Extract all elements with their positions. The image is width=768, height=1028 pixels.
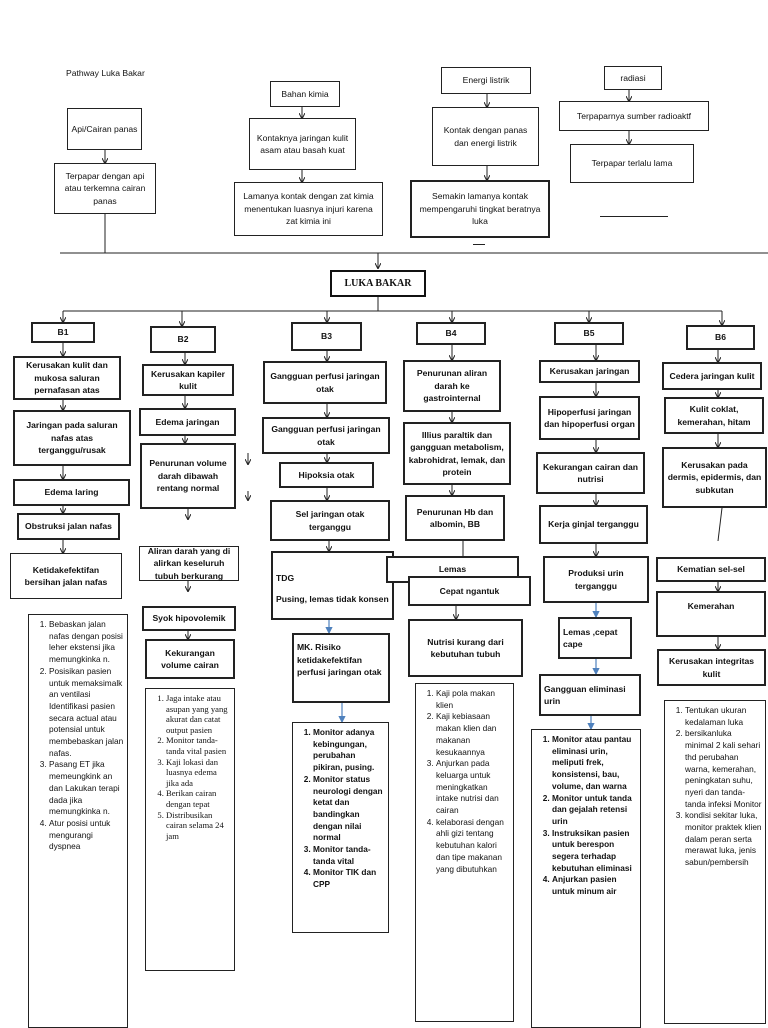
node-terpapar-lama: Terpapar terlalu lama bbox=[570, 144, 694, 183]
b6-kerusakan-dermis: Kerusakan pada dermis, epidermis, dan su… bbox=[662, 447, 767, 508]
b2-kerusakan-kapiler: Kerusakan kapiler kulit bbox=[142, 364, 234, 396]
blank-line bbox=[473, 244, 485, 245]
b3-gangguan-perfusi-2: Gangguan perfusi jaringan otak bbox=[262, 417, 390, 454]
b3-risiko: MK. Risiko ketidakefektifan perfusi jari… bbox=[292, 633, 390, 703]
b1-obstruksi: Obstruksi jalan nafas bbox=[17, 513, 120, 540]
node-lamanya-listrik: Semakin lamanya kontak mempengaruhi ting… bbox=[410, 180, 550, 238]
b3-intervention-list: Monitor adanya kebingungan, perubahan pi… bbox=[292, 722, 389, 933]
node-api-cairan: Api/Cairan panas bbox=[67, 108, 142, 150]
node-terpapar-radioaktif: Terpaparnya sumber radioaktf bbox=[559, 101, 709, 131]
header-b5: B5 bbox=[554, 322, 624, 345]
b5-produksi-urin: Produksi urin terganggu bbox=[543, 556, 649, 603]
center-node-luka-bakar: LUKA BAKAR bbox=[330, 270, 426, 297]
b6-intervention-list: Tentukan ukuran kedalaman lukabersikanlu… bbox=[664, 700, 766, 1024]
b1-ketidakefektifan: Ketidakefektifan bersihan jalan nafas bbox=[10, 553, 122, 599]
header-b2: B2 bbox=[150, 326, 216, 353]
b6-kemerahan: Kemerahan bbox=[656, 591, 766, 637]
b1-edema-laring: Edema laring bbox=[13, 479, 130, 506]
b5-kekurangan-cairan: Kekurangan cairan dan nutrisi bbox=[536, 452, 645, 494]
b4-penurunan-hb: Penurunan Hb dan albomin, BB bbox=[405, 495, 505, 541]
b6-cedera-jaringan: Cedera jaringan kulit bbox=[662, 362, 762, 390]
header-b4: B4 bbox=[416, 322, 486, 345]
node-energi-listrik: Energi listrik bbox=[441, 67, 531, 94]
b4-intervention-list: Kaji pola makan klienKaji kebiasaan maka… bbox=[415, 683, 514, 1022]
b3-hipoksia: Hipoksia otak bbox=[279, 462, 374, 488]
b2-penurunan-volume: Penurunan volume darah dibawah rentang n… bbox=[140, 443, 236, 509]
b5-lemas-cepat-cape: Lemas ,cepat cape bbox=[558, 617, 632, 659]
b2-edema-jaringan: Edema jaringan bbox=[139, 408, 236, 436]
b5-kerusakan-jaringan: Kerusakan jaringan bbox=[539, 360, 640, 383]
node-bahan-kimia: Bahan kimia bbox=[270, 81, 340, 107]
b6-kematian-sel: Kematian sel-sel bbox=[656, 557, 766, 582]
page-title: Pathway Luka Bakar bbox=[66, 68, 145, 78]
node-kontak-kimia: Kontaknya jaringan kulit asam atau basah… bbox=[249, 118, 356, 170]
b1-jaringan-saluran: Jaringan pada saluran nafas atas tergang… bbox=[13, 410, 131, 466]
b2-syok: Syok hipovolemik bbox=[142, 606, 236, 631]
header-b3: B3 bbox=[291, 322, 362, 351]
b4-penurunan-aliran: Penurunan aliran darah ke gastrointernal bbox=[403, 360, 501, 412]
node-radiasi: radiasi bbox=[604, 66, 662, 90]
b4-nutrisi-kurang: Nutrisi kurang dari kebutuhan tubuh bbox=[408, 619, 523, 677]
header-b6: B6 bbox=[686, 325, 755, 350]
header-b1: B1 bbox=[31, 322, 95, 343]
b4-illius: Illius paraltik dan gangguan metabolism,… bbox=[403, 422, 511, 485]
b5-kerja-ginjal: Kerja ginjal terganggu bbox=[539, 505, 648, 544]
node-lamanya-kimia: Lamanya kontak dengan zat kimia menentuk… bbox=[234, 182, 383, 236]
b4-cepat-ngantuk: Cepat ngantuk bbox=[408, 576, 531, 606]
b5-intervention-list: Monitor atau pantau eliminasi urin, meli… bbox=[531, 729, 641, 1028]
b1-intervention-list: Bebaskan jalan nafas dengan posisi leher… bbox=[28, 614, 128, 1028]
b6-kerusakan-integritas: Kerusakan integritas kulit bbox=[657, 649, 766, 686]
node-terpapar-api: Terpapar dengan api atau terkemna cairan… bbox=[54, 163, 156, 214]
b1-kerusakan-kulit: Kerusakan kulit dan mukosa saluran perna… bbox=[13, 356, 121, 400]
b2-intervention-list: Jaga intake atau asupan yang yang akurat… bbox=[145, 688, 235, 971]
b2-aliran-darah: Aliran darah yang di alirkan keseluruh t… bbox=[139, 546, 239, 581]
b3-sel-jaringan: Sel jaringan otak terganggu bbox=[270, 500, 390, 541]
b5-hipoperfusi: Hipoperfusi jaringan dan hipoperfusi org… bbox=[539, 396, 640, 440]
b6-kulit-coklat: Kulit coklat, kemerahan, hitam bbox=[664, 397, 764, 434]
node-kontak-listrik: Kontak dengan panas dan energi listrik bbox=[432, 107, 539, 166]
blank-line bbox=[600, 216, 668, 217]
b2-kekurangan-volume: Kekurangan volume cairan bbox=[145, 639, 235, 679]
b5-gangguan-eliminasi: Gangguan eliminasi urin bbox=[539, 674, 641, 716]
b3-gangguan-perfusi-1: Gangguan perfusi jaringan otak bbox=[263, 361, 387, 404]
